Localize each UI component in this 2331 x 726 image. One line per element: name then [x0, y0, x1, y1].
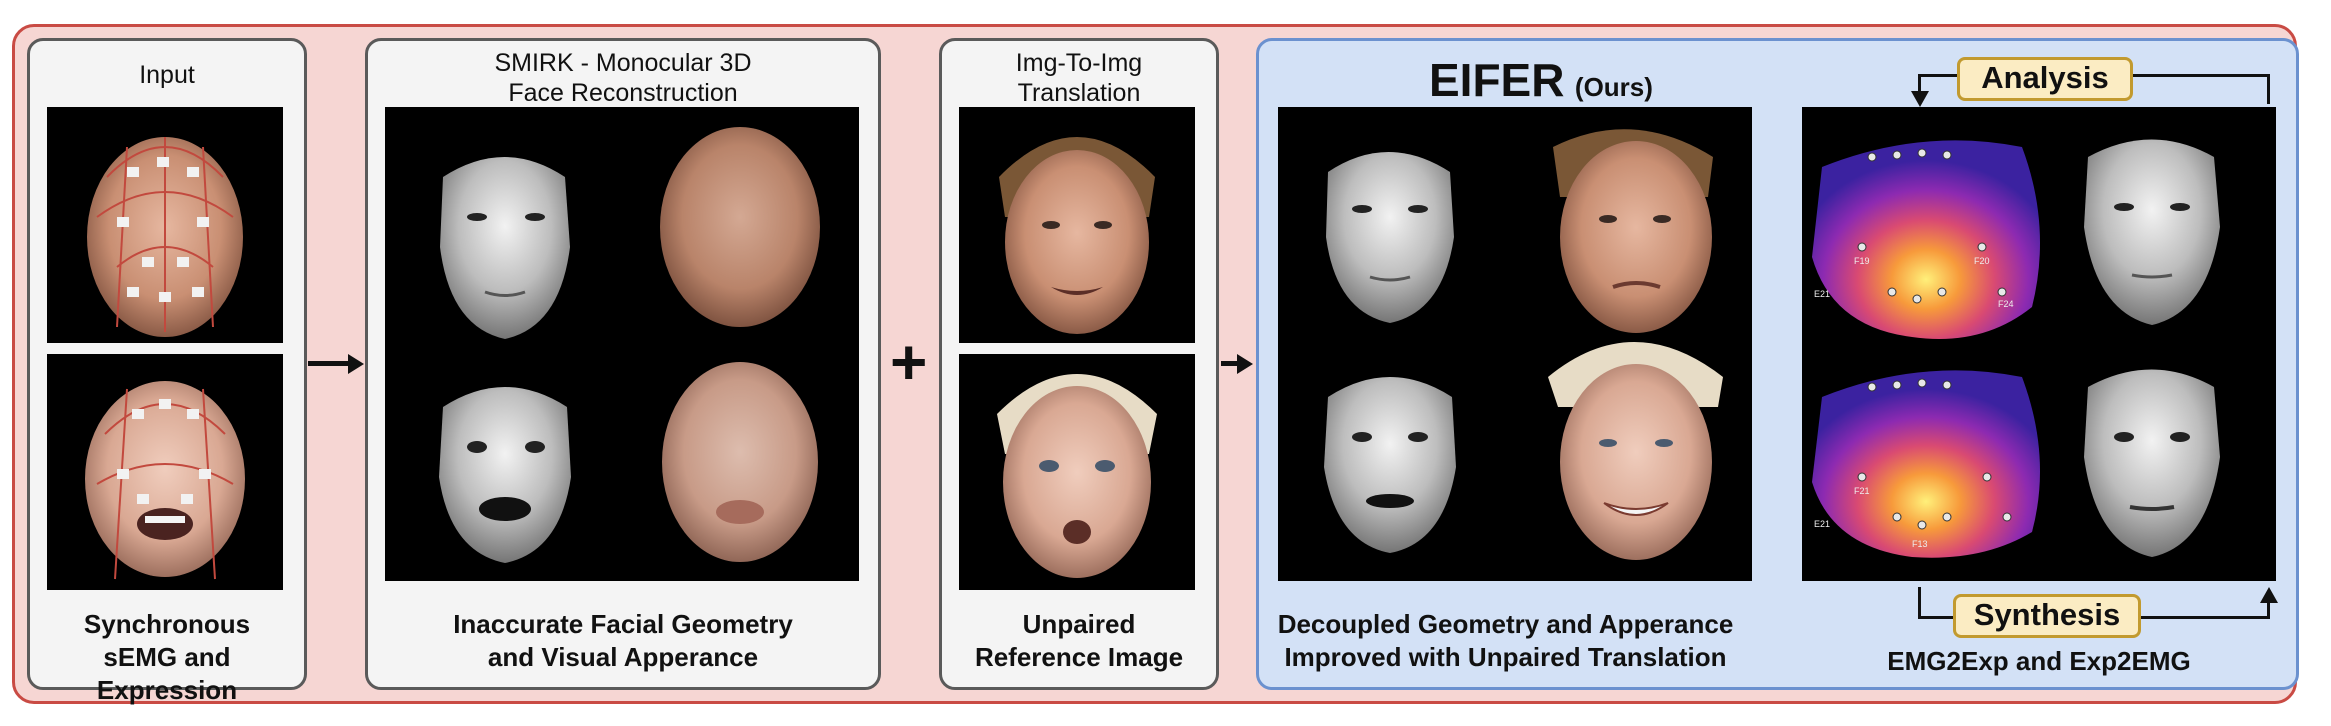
input-caption-line2: sEMG and Expression: [96, 642, 238, 705]
synthesis-bracket-left: [1918, 587, 1921, 619]
analysis-caption: EMG2Exp and Exp2EMG: [1887, 646, 2191, 676]
eifer-face-top: [1560, 141, 1712, 333]
arrow-translation-to-eifer-head: [1237, 354, 1253, 374]
eifer-caption-line1: Decoupled Geometry and Apperance: [1277, 609, 1734, 639]
smirk-title-line2: Face Reconstruction: [508, 79, 738, 107]
translation-caption-line1: Unpaired: [1022, 609, 1136, 639]
input-title: Input: [139, 61, 195, 89]
smirk-caption-line1: Inaccurate Facial Geometry: [453, 609, 793, 639]
analysis-mesh-top: [2084, 139, 2220, 325]
eifer-title-main: EIFER: [1429, 54, 1565, 106]
translation-caption-line2: Reference Image: [974, 642, 1184, 672]
smirk-mesh-bottom: [439, 387, 571, 563]
smirk-panel: SMIRK - Monocular 3D Face Reconstruction…: [365, 38, 881, 690]
synthesis-mesh-bottom: [2084, 369, 2220, 557]
electrode-label-bottom-3: F13: [1912, 539, 1928, 549]
electrode-label-top-1: F19: [1854, 256, 1870, 266]
smirk-blurred-face-top: [660, 127, 820, 327]
electrode-label-top-4: F24: [1998, 299, 2014, 309]
heatmap-bottom: [1812, 370, 2040, 558]
arrow-input-to-smirk-head: [348, 354, 364, 374]
input-panel: Input: [27, 38, 307, 705]
analysis-label: Analysis: [1957, 57, 2133, 101]
eifer-mesh-bottom: [1324, 377, 1456, 553]
eifer-image-grid: [1278, 107, 1752, 581]
smirk-title: SMIRK - Monocular 3D Face Reconstruction: [368, 48, 878, 108]
electrode-label-bottom-1: F21: [1854, 486, 1870, 496]
electrode-label-bottom-2: E21: [1814, 519, 1830, 529]
heatmap-top: [1812, 140, 2040, 339]
smirk-caption: Inaccurate Facial Geometry and Visual Ap…: [368, 608, 878, 674]
translation-title-line2: Translation: [1017, 79, 1141, 107]
eifer-caption-line2: Improved with Unpaired Translation: [1284, 642, 1727, 672]
plus-sign: +: [890, 326, 928, 398]
electrode-label-top-3: E21: [1814, 289, 1830, 299]
reference-image-bottom: [959, 354, 1195, 590]
eifer-caption: Decoupled Geometry and Apperance Improve…: [1259, 608, 1752, 674]
arrow-input-to-smirk: [308, 361, 350, 366]
eifer-title: EIFER (Ours): [1429, 53, 1653, 107]
arrow-translation-to-eifer: [1221, 361, 1239, 366]
eifer-face-bottom: [1560, 364, 1712, 560]
smirk-caption-line2: and Visual Apperance: [487, 642, 759, 672]
translation-title: Img-To-Img Translation: [942, 48, 1216, 108]
synthesis-label: Synthesis: [1953, 594, 2141, 638]
analysis-bracket-right: [2267, 74, 2270, 104]
input-image-bottom: [47, 354, 283, 590]
synthesis-bracket-right: [2267, 603, 2270, 619]
eifer-panel: EIFER (Ours) Decoupled Geometry and Appe…: [1256, 38, 2299, 690]
eifer-mesh-top: [1326, 152, 1454, 323]
smirk-title-line1: SMIRK - Monocular 3D: [494, 49, 752, 77]
input-image-top: [47, 107, 283, 343]
analysis-image-grid: F19 F20 E21 F24 F21 E21 F13: [1802, 107, 2276, 581]
smirk-image-grid: [385, 107, 859, 581]
reference-image-top: [959, 107, 1195, 343]
synthesis-arrow-head: [2260, 587, 2278, 603]
translation-title-line1: Img-To-Img: [1015, 49, 1143, 77]
input-caption-line1: Synchronous: [83, 609, 251, 639]
translation-caption: Unpaired Reference Image: [942, 608, 1216, 674]
eifer-title-suffix: (Ours): [1574, 72, 1653, 102]
electrode-label-top-2: F20: [1974, 256, 1990, 266]
translation-panel: Img-To-Img Translation Unpaired Referenc…: [939, 38, 1219, 690]
input-caption: Synchronous sEMG and Expression: [30, 608, 304, 707]
smirk-blurred-face-bottom: [662, 362, 818, 562]
smirk-mesh-top: [440, 157, 570, 339]
analysis-arrow-head: [1911, 91, 1929, 107]
